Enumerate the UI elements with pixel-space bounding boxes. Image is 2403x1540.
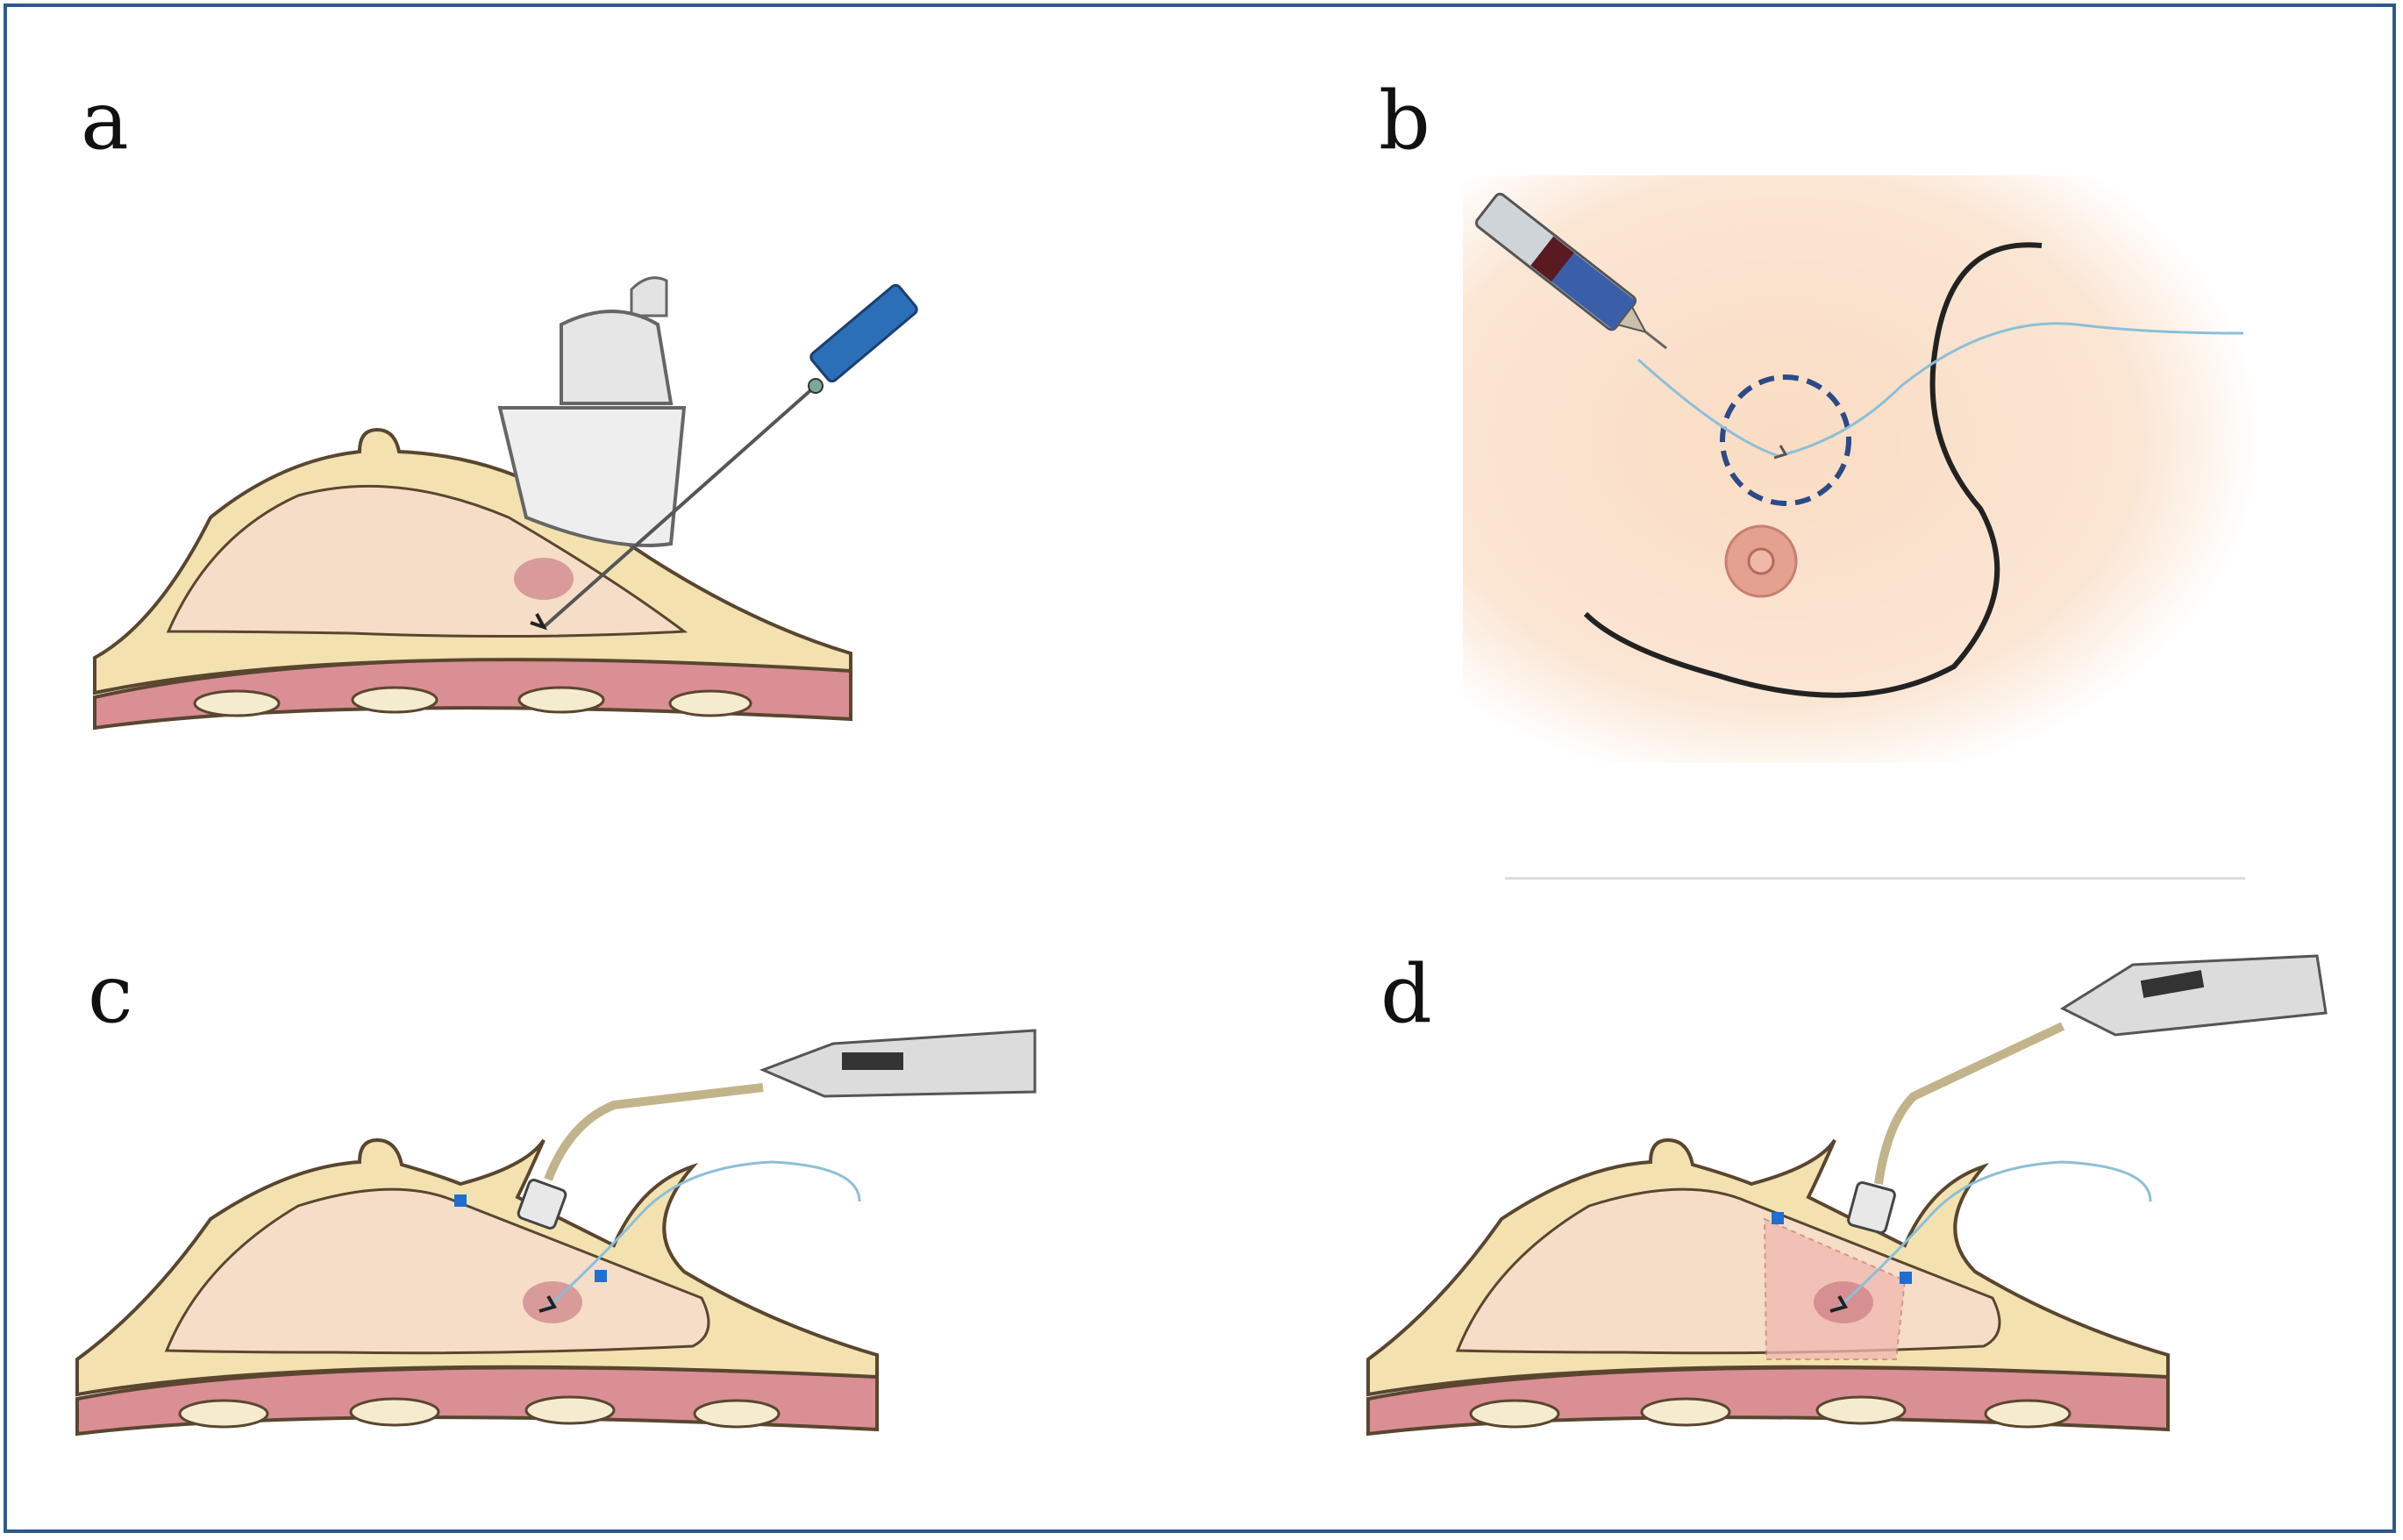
syringe (1474, 192, 1668, 350)
panel-label-a: a (81, 74, 129, 168)
panel-a-illustration (93, 276, 918, 731)
electrosurgical-pen (517, 1029, 1037, 1230)
rib-shapes (193, 686, 752, 717)
marker-wire (1833, 1160, 2152, 1313)
panel-divider (1505, 877, 2245, 880)
breast-cross-section (1366, 1137, 2170, 1437)
marker-wire (542, 1160, 861, 1313)
breast-cross-section (93, 427, 852, 731)
nipple (1724, 524, 1798, 598)
guide-needle (530, 283, 918, 631)
clip-marker (454, 1194, 467, 1207)
clip-marker (1772, 1212, 1784, 1224)
ultrasound-probe (497, 276, 687, 547)
electrosurgical-pen (1847, 954, 2328, 1234)
panel-c-illustration (75, 1029, 1037, 1437)
breast-contour (1583, 242, 2043, 698)
panel-label-b: b (1379, 74, 1430, 168)
localization-circle (1720, 374, 1851, 506)
breast-cross-section (75, 1137, 879, 1437)
panel-label-c: c (88, 947, 133, 1041)
panel-d-illustration (1366, 954, 2328, 1437)
rib-shapes (178, 1395, 781, 1429)
lesion (514, 558, 574, 600)
rib-shapes (1469, 1395, 2071, 1429)
clip-marker (595, 1270, 607, 1282)
panel-b-illustration (1463, 175, 2261, 763)
clip-marker (1900, 1272, 1912, 1284)
marker-wire (1636, 322, 2244, 458)
panel-label-d: d (1380, 947, 1432, 1041)
